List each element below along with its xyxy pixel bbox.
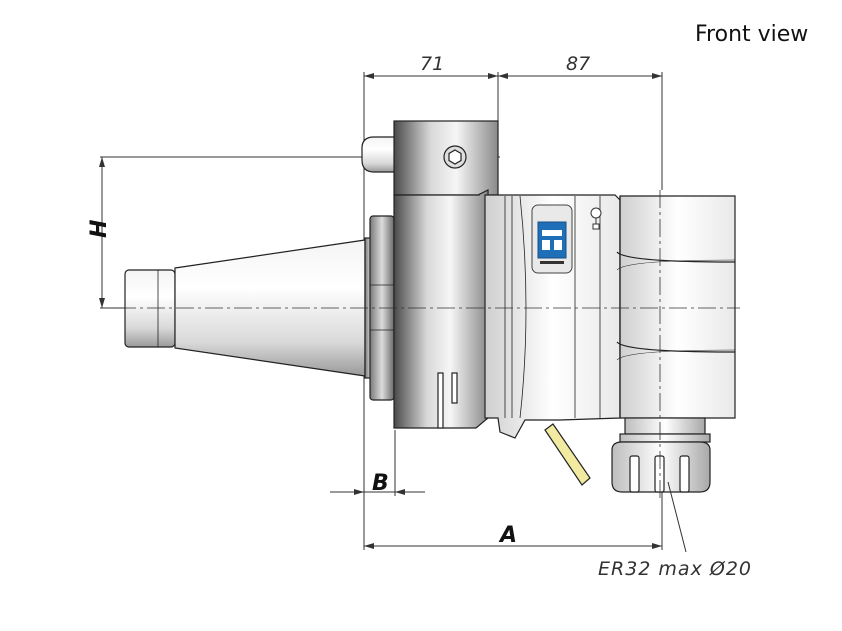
- stop-pin: [361, 136, 397, 173]
- socket-screw-icon: [443, 145, 467, 169]
- view-title: Front view: [695, 22, 809, 47]
- collet-nut: [611, 417, 711, 493]
- dimension-b: B: [372, 471, 389, 496]
- coolant-pipe: [544, 423, 591, 486]
- flange: [393, 120, 499, 429]
- dimension-h: H: [87, 220, 112, 238]
- centre-lines: [118, 190, 740, 498]
- dimension-71: 71: [420, 53, 444, 75]
- spindle-housing: [616, 195, 736, 419]
- dimension-87: 87: [566, 53, 590, 75]
- gauge-icon: [590, 207, 602, 230]
- brand-logo-icon: [531, 204, 573, 274]
- dimension-arrows: [99, 73, 662, 549]
- collet-callout: ER32 max Ø20: [598, 558, 752, 580]
- head-body: [484, 194, 621, 439]
- callout-leader: [667, 481, 687, 553]
- dimension-a: A: [498, 523, 517, 548]
